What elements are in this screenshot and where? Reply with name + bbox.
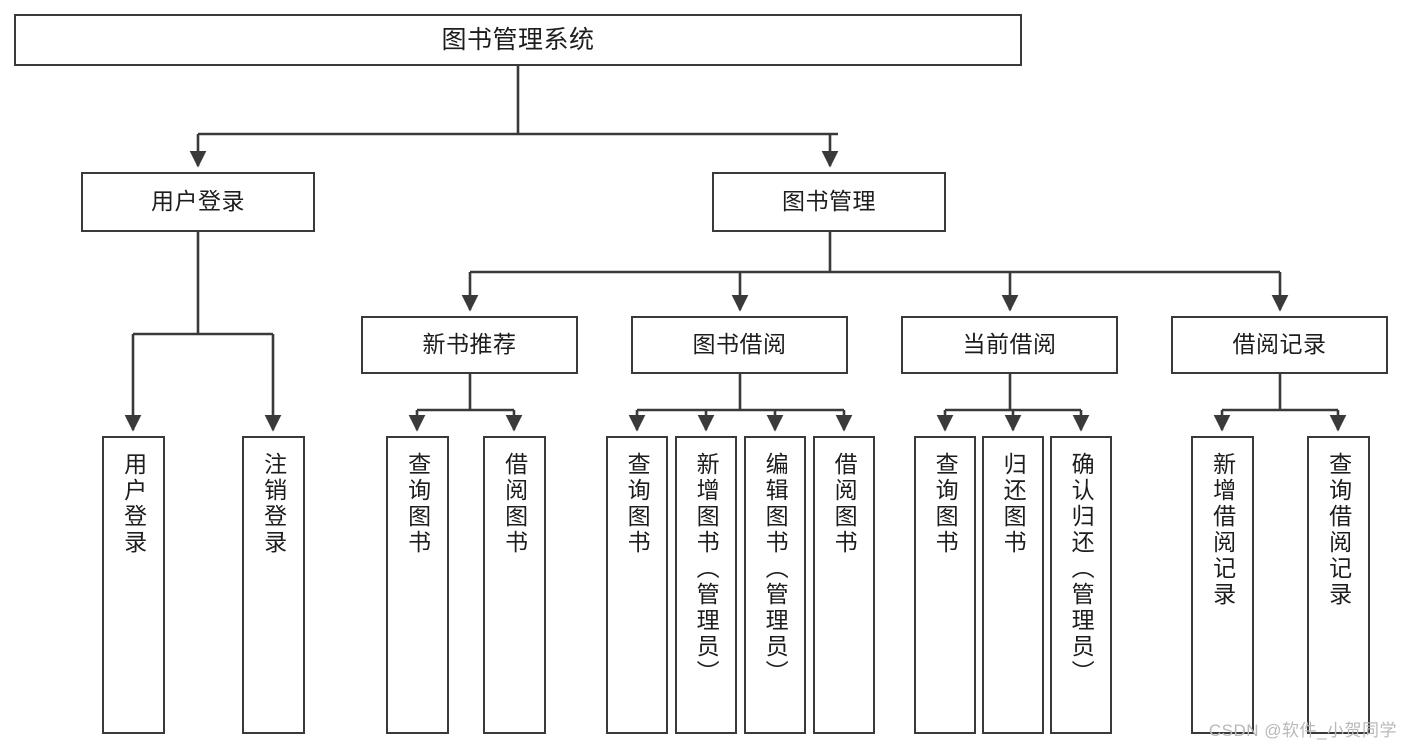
node-leaf-query-borrow-record[interactable]: 查询借阅记录	[1307, 436, 1370, 734]
node-leaf-logout-login[interactable]: 注销登录	[242, 436, 305, 734]
node-leaf-query-book-3[interactable]: 查询图书	[914, 436, 976, 734]
node-leaf-query-borrow-record-label: 查询借阅记录	[1325, 452, 1352, 608]
node-current-borrow-label: 当前借阅	[962, 331, 1057, 358]
node-leaf-borrow-book-2-label: 借阅图书	[831, 452, 858, 556]
node-leaf-confirm-return[interactable]: 确认归还（管理员）	[1050, 436, 1112, 734]
node-leaf-query-book-1-label: 查询图书	[404, 452, 431, 556]
node-leaf-edit-book-label: 编辑图书（管理员）	[762, 452, 789, 686]
node-new-book-recommend-label: 新书推荐	[422, 331, 517, 358]
node-leaf-query-book-3-label: 查询图书	[932, 452, 959, 556]
node-leaf-query-book-1[interactable]: 查询图书	[386, 436, 449, 734]
node-leaf-add-borrow-record-label: 新增借阅记录	[1209, 452, 1236, 608]
node-current-borrow[interactable]: 当前借阅	[901, 316, 1118, 374]
node-borrow-record[interactable]: 借阅记录	[1171, 316, 1388, 374]
node-leaf-query-book-2[interactable]: 查询图书	[606, 436, 668, 734]
node-leaf-add-borrow-record[interactable]: 新增借阅记录	[1191, 436, 1254, 734]
node-leaf-add-book-label: 新增图书（管理员）	[693, 452, 720, 686]
node-leaf-return-book-label: 归还图书	[1000, 452, 1027, 556]
node-leaf-borrow-book-2[interactable]: 借阅图书	[813, 436, 875, 734]
node-root[interactable]: 图书管理系统	[14, 14, 1022, 66]
node-leaf-confirm-return-label: 确认归还（管理员）	[1068, 452, 1095, 686]
node-leaf-edit-book[interactable]: 编辑图书（管理员）	[744, 436, 806, 734]
node-book-borrow[interactable]: 图书借阅	[631, 316, 848, 374]
node-new-book-recommend[interactable]: 新书推荐	[361, 316, 578, 374]
node-borrow-record-label: 借阅记录	[1232, 331, 1327, 358]
node-leaf-borrow-book-1-label: 借阅图书	[501, 452, 528, 556]
node-book-borrow-label: 图书借阅	[692, 331, 787, 358]
node-leaf-add-book[interactable]: 新增图书（管理员）	[675, 436, 737, 734]
node-leaf-borrow-book-1[interactable]: 借阅图书	[483, 436, 546, 734]
node-user-login-label: 用户登录	[151, 188, 245, 215]
node-book-manage-label: 图书管理	[782, 188, 876, 215]
node-leaf-user-login-label: 用户登录	[120, 452, 147, 556]
csdn-watermark: CSDN @软件_小贺同学	[1208, 721, 1397, 740]
node-root-label: 图书管理系统	[441, 26, 595, 54]
node-book-manage[interactable]: 图书管理	[712, 172, 946, 232]
node-user-login[interactable]: 用户登录	[81, 172, 315, 232]
node-leaf-user-login[interactable]: 用户登录	[102, 436, 165, 734]
node-leaf-logout-login-label: 注销登录	[260, 452, 287, 556]
node-leaf-query-book-2-label: 查询图书	[624, 452, 651, 556]
node-leaf-return-book[interactable]: 归还图书	[982, 436, 1044, 734]
